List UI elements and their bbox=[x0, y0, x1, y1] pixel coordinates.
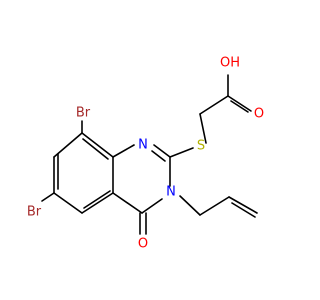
atom-bromine-8: Br bbox=[76, 106, 91, 121]
bond bbox=[228, 196, 258, 214]
atom-ring-carbonyl-oxygen: O bbox=[138, 237, 148, 252]
bond bbox=[151, 150, 166, 162]
atom-hydroxyl-oh: OH bbox=[220, 56, 240, 71]
bond bbox=[83, 190, 111, 209]
bond bbox=[81, 192, 114, 214]
bond bbox=[41, 192, 55, 202]
atom-bromine-6: Br bbox=[27, 205, 42, 220]
bond bbox=[82, 138, 109, 160]
molecule-structure: OH O S N N Br Br O bbox=[27, 56, 264, 252]
bond bbox=[112, 192, 143, 214]
bond bbox=[199, 95, 229, 115]
bonds bbox=[41, 74, 258, 235]
atom-nitrogen-1: N bbox=[138, 138, 148, 153]
atom-labels: OH O S N N Br Br O bbox=[27, 56, 264, 252]
bond bbox=[230, 100, 249, 113]
atom-acid-carbonyl-oxygen: O bbox=[254, 107, 264, 122]
bond bbox=[53, 132, 83, 158]
bond bbox=[199, 113, 207, 144]
bond bbox=[179, 195, 201, 216]
bond bbox=[53, 192, 83, 214]
bond bbox=[227, 95, 252, 112]
atom-sulfur: S bbox=[197, 139, 205, 154]
bond bbox=[81, 132, 114, 158]
bond bbox=[112, 144, 135, 158]
bond bbox=[231, 202, 256, 218]
atom-nitrogen-3: N bbox=[166, 185, 176, 200]
bond bbox=[141, 198, 163, 214]
bond bbox=[199, 196, 230, 216]
bond bbox=[169, 147, 194, 158]
bond bbox=[153, 144, 171, 158]
structure-canvas: OH O S N N Br Br O bbox=[26, 55, 265, 252]
